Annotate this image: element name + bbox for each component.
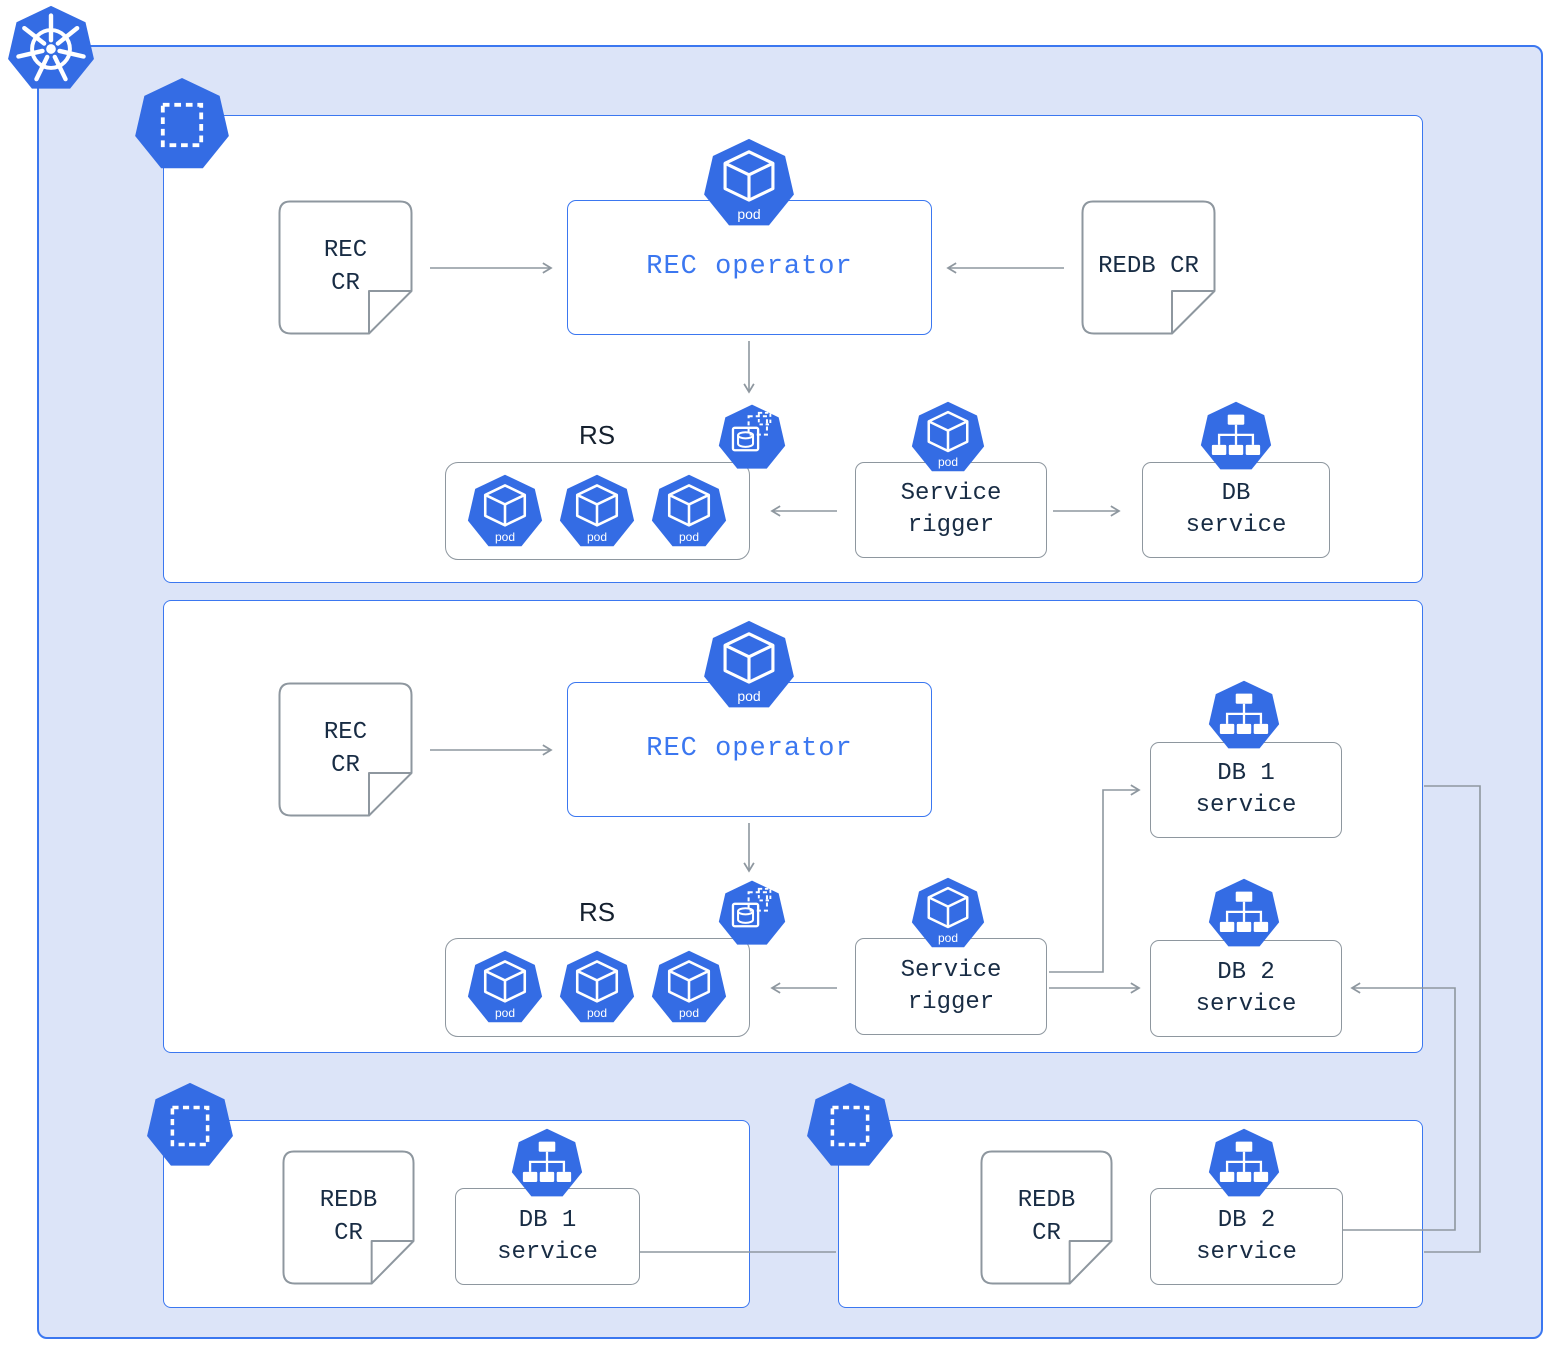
redb-cr-document: REDB CR [282, 1150, 415, 1285]
rec-cr-document: REC CR [278, 682, 413, 817]
pod-icon: pod [911, 401, 985, 475]
db2-service-label-line1: DB 2 [1217, 1206, 1276, 1234]
db2-service-label-line1: DB 2 [1217, 958, 1275, 986]
pod-icon-label: pod [494, 529, 516, 544]
pod-icon-label: pod [586, 1005, 608, 1020]
service-rigger-label-line2: rigger [907, 512, 995, 539]
replicaset-label: RS [578, 897, 616, 927]
service-rigger-label-line1: Service [900, 956, 1002, 984]
pod-icon-label: pod [678, 529, 700, 544]
db1-service-box: DB 1 service [455, 1188, 640, 1285]
pod-icon-label: pod [494, 1005, 516, 1020]
db1-service-label-line2: service [1195, 792, 1297, 819]
redb-cr-label-line1: REDB [1017, 1187, 1076, 1215]
pod-icon: pod [703, 138, 795, 230]
replicaset-label: RS [578, 420, 616, 450]
rec-cr-label-line1: REC [323, 237, 368, 265]
pod-icon: pod [467, 950, 543, 1026]
redb-cr-label-line1: REDB [319, 1187, 378, 1215]
service-rigger-label-line1: Service [900, 480, 1002, 508]
db2-service-label-line2: service [1196, 1238, 1297, 1266]
service-rigger-box: Service rigger [855, 462, 1047, 558]
pod-icon-label: pod [937, 455, 959, 470]
pod-icon-label: pod [586, 529, 608, 544]
kubernetes-logo-icon [7, 5, 95, 93]
service-icon [511, 1128, 583, 1200]
pod-icon: pod [651, 474, 727, 550]
redb-cr-label-line2: CR [334, 1219, 363, 1247]
db1-service-label-line1: DB 1 [518, 1206, 577, 1234]
service-rigger-label-line2: rigger [907, 988, 995, 1016]
replicaset-icon [718, 880, 786, 948]
rec-operator-label: REC operator [646, 251, 853, 282]
pod-icon-label: pod [678, 1005, 700, 1020]
rec-cr-document: REC CR [278, 200, 413, 335]
service-icon [1208, 680, 1280, 752]
service-icon [1200, 401, 1272, 473]
redb-cr-label: REDB CR [1098, 253, 1199, 281]
pod-icon: pod [467, 474, 543, 550]
namespace-icon [806, 1082, 894, 1170]
db2-service-box: DB 2 service [1150, 940, 1342, 1037]
service-icon [1208, 1128, 1280, 1200]
db-service-label-line1: DB [1221, 480, 1251, 508]
pod-icon: pod [559, 474, 635, 550]
db1-service-label-line1: DB 1 [1217, 760, 1275, 788]
service-rigger-box: Service rigger [855, 938, 1047, 1035]
rec-cr-label-line1: REC [323, 719, 368, 747]
rec-cr-label-line2: CR [331, 751, 360, 779]
redb-cr-document: REDB CR [1081, 200, 1216, 335]
namespace-icon [134, 77, 230, 173]
pod-icon: pod [703, 620, 795, 712]
pod-icon: pod [559, 950, 635, 1026]
rec-cr-label-line2: CR [331, 269, 360, 297]
db1-service-label-line2: service [497, 1238, 598, 1266]
service-icon [1208, 878, 1280, 950]
db2-service-box: DB 2 service [1150, 1188, 1343, 1285]
pod-icon-label: pod [937, 931, 959, 946]
db2-service-label-line2: service [1195, 990, 1297, 1018]
pod-icon-label: pod [737, 205, 761, 222]
redb-cr-document: REDB CR [980, 1150, 1113, 1285]
redb-cr-label-line2: CR [1032, 1219, 1061, 1247]
pod-icon: pod [911, 877, 985, 951]
replicaset-icon [718, 404, 786, 472]
db-service-box: DB service [1142, 462, 1330, 558]
db1-service-box: DB 1 service [1150, 742, 1342, 838]
db-service-label-line2: service [1185, 512, 1287, 539]
rec-operator-label: REC operator [646, 733, 853, 764]
pod-icon: pod [651, 950, 727, 1026]
pod-icon-label: pod [737, 687, 761, 704]
namespace-icon [146, 1082, 234, 1170]
